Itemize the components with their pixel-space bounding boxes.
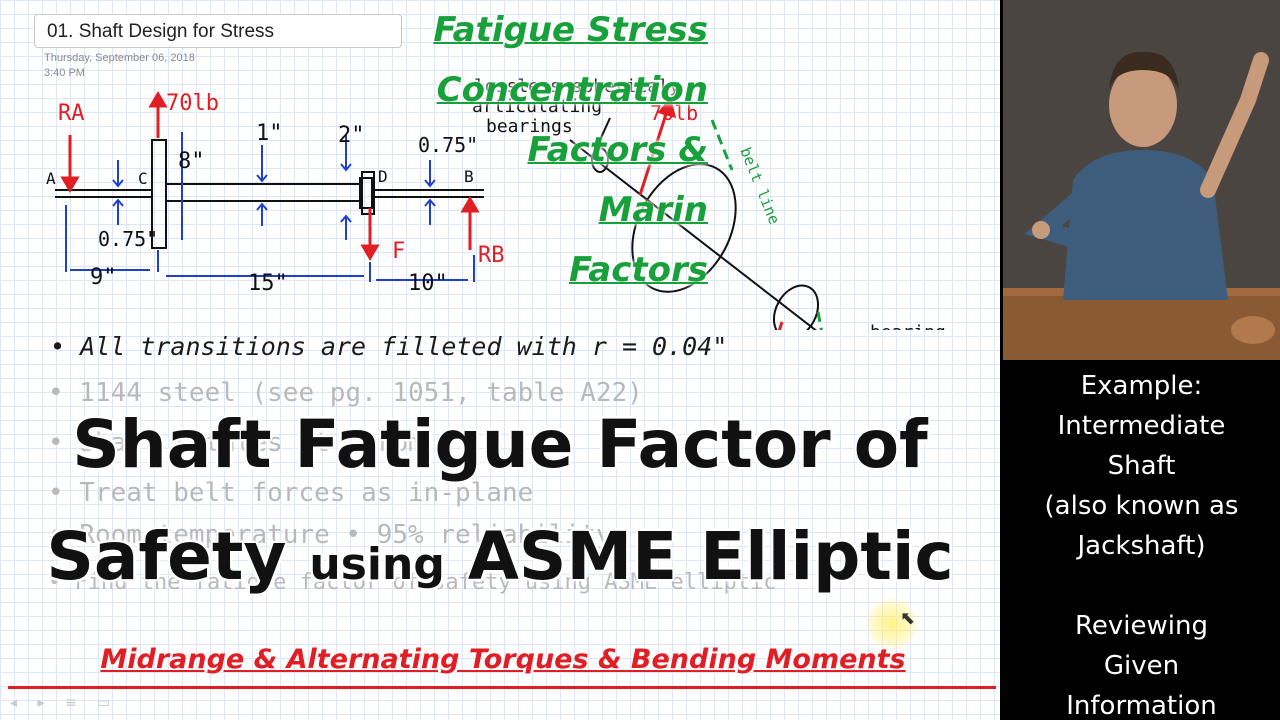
label-ra: RA: [58, 101, 85, 126]
label-dia-075-right: 0.75": [418, 133, 478, 157]
green-title-line1: Fatigue Stress: [433, 10, 708, 50]
presenter-video: [1003, 0, 1280, 360]
label-iso-bearing: bearing: [870, 322, 946, 330]
page-toolbar[interactable]: ◂ ▸ ≡ ▭: [10, 695, 119, 711]
caption-line-6: Reviewing: [1075, 611, 1208, 641]
caption-line-2: Intermediate: [1057, 411, 1226, 441]
green-title-line4: Marin: [598, 190, 708, 230]
overlay-title-line2: Safety using ASME Elliptic: [46, 518, 954, 595]
label-articulating: articulating: [472, 96, 602, 117]
note-bullet-5: • Room temperature • 95% reliability: [48, 520, 612, 550]
label-dia-2: 2": [338, 123, 365, 148]
label-len-9: 9": [90, 265, 117, 290]
label-dia-1: 1": [256, 121, 283, 146]
caption-panel: Example: Intermediate Shaft (also known …: [1003, 360, 1280, 720]
label-len-15: 15": [248, 271, 288, 296]
note-title[interactable]: 01. Shaft Design for Stress: [34, 14, 402, 48]
pulley-c: [151, 139, 167, 249]
label-b: B: [464, 167, 474, 186]
presenter-image: [1003, 0, 1280, 360]
big-pulley: [631, 163, 737, 293]
note-bullet-1: • All transitions are filleted with r = …: [50, 332, 728, 361]
label-c: C: [138, 169, 148, 188]
green-title-line5: Factors: [568, 250, 708, 290]
label-iso-70lb: 70lb: [650, 101, 698, 125]
caption-line-3: Shaft: [1107, 451, 1176, 481]
small-pulley: [772, 284, 820, 330]
label-dia-075-left: 0.75": [98, 227, 158, 251]
subtitle-underline: [8, 686, 996, 689]
note-bullet-2: • 1144 steel (see pg. 1051, table A22): [48, 378, 643, 408]
green-title-line2: Concentration: [436, 70, 708, 110]
label-a: A: [46, 169, 56, 188]
note-bullet-3: • Shaft rotates at … rpm: [48, 428, 424, 458]
caption-line-7: Given: [1103, 651, 1180, 681]
overlay-subtitle: Midrange & Alternating Torques & Bending…: [100, 644, 906, 675]
label-d: D: [378, 167, 388, 186]
label-70lb: 70lb: [166, 91, 219, 116]
left-bearing: [591, 147, 609, 173]
green-title-line3: Factors &: [527, 130, 708, 170]
label-lossless: lossless sphericaly: [474, 76, 680, 97]
caption-line-1: Example:: [1080, 371, 1203, 401]
caption-line-5: Jackshaft): [1077, 531, 1206, 561]
overlay-title-line1: Shaft Fatigue Factor of: [72, 406, 928, 483]
label-belt-line: belt line: [736, 145, 783, 227]
shaft-diagram: RA 70lb F RB A C D B 8" 1" 2" 0.75" 0.75…: [46, 76, 946, 330]
note-time: 3:40 PM: [44, 67, 85, 79]
caption-line-4: (also known as: [1044, 491, 1239, 521]
note-bullet-4: • Treat belt forces as in-plane: [48, 478, 534, 508]
cursor-highlight: [866, 598, 918, 650]
mouse-cursor-icon: ⬉: [900, 608, 916, 629]
note-date: Thursday, September 06, 2018: [44, 52, 195, 64]
label-bearings: bearings: [486, 116, 573, 137]
label-dia-c: 8": [178, 149, 205, 174]
isometric-sketch: [569, 117, 820, 330]
collar-d: [359, 177, 373, 209]
note-bullet-6: • Find the fatigue factor of safety usin…: [48, 570, 777, 595]
label-f: F: [392, 239, 405, 264]
label-len-10: 10": [408, 271, 448, 296]
label-rb: RB: [478, 243, 505, 268]
notebook-page: 01. Shaft Design for Stress Thursday, Se…: [0, 0, 1000, 720]
caption-line-8: Information: [1066, 691, 1217, 720]
